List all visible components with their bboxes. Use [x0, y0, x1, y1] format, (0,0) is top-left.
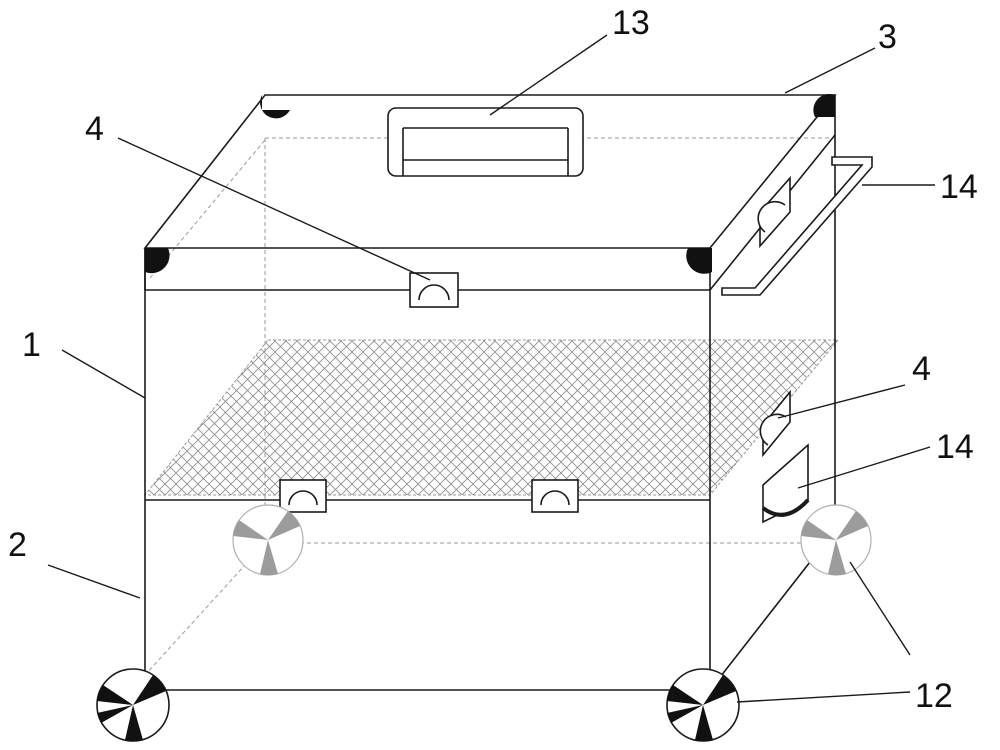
label-wheels: 12	[915, 677, 953, 715]
corner-cap-back-left	[260, 95, 290, 119]
latch-front-right	[531, 479, 579, 513]
latch-side-mid	[759, 389, 791, 458]
latch-front-left	[279, 479, 327, 513]
labels: 13 3 4 14 1 4 14 2 12	[8, 4, 978, 715]
wheel-back-left	[232, 504, 304, 576]
label-latch-top: 4	[85, 110, 104, 148]
wheel-front-right	[666, 668, 740, 742]
latch-side-top	[757, 175, 791, 249]
corner-caps	[145, 93, 835, 274]
leader-lines	[47, 34, 935, 703]
side-handle-top	[721, 156, 873, 296]
corner-cap-back-right	[813, 93, 835, 117]
wheel-back-right	[800, 504, 872, 576]
label-bottom-box: 2	[8, 526, 27, 564]
label-latch-side: 4	[912, 350, 931, 388]
label-side-handle-top: 14	[940, 168, 978, 206]
label-front-box: 1	[22, 326, 41, 364]
side-handle-low	[761, 443, 810, 524]
corner-cap-front-left	[145, 248, 170, 274]
label-side-handle-low: 14	[936, 428, 974, 466]
carry-handle	[387, 107, 584, 177]
latches	[279, 175, 810, 524]
label-carry-handle: 13	[612, 4, 650, 42]
mesh-shelf	[143, 339, 840, 496]
wheels	[96, 504, 872, 742]
latch-lid-front	[409, 272, 459, 308]
wheel-front-left	[96, 668, 170, 742]
label-lid: 3	[878, 18, 897, 56]
corner-cap-front-right	[686, 248, 712, 274]
